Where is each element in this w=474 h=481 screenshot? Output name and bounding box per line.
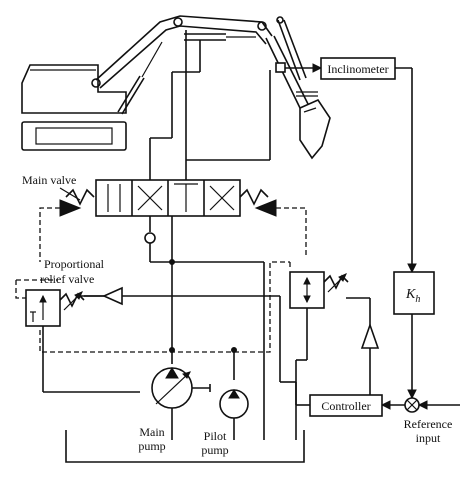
main-valve-label: Main valve [22,173,76,187]
main-valve: Main valve [22,30,277,217]
excavator-track [21,121,127,151]
main-pump-label-line2: pump [138,439,165,453]
amplifier-right [346,297,380,349]
boom-cylinder [117,41,163,115]
main-pump-label-line1: Main [139,425,164,439]
gain-subscript: h [415,294,420,305]
pilot-pump: Pilot pump [201,389,249,457]
tank [65,430,305,463]
right-relief-valve [289,271,349,440]
excavator [21,15,331,160]
proportional-relief-valve-label-line2: relief valve [40,272,94,286]
controller-label: Controller [321,399,370,413]
excavator-boom [91,15,273,89]
proportional-relief-valve-label-line1: Proportional [44,257,105,271]
pilot-pump-label-line1: Pilot [204,429,227,443]
pilot-pump-label-line2: pump [201,443,228,457]
gain-block: Kh [393,271,435,400]
proportional-relief-valve: Proportional relief valve [25,257,140,393]
gain-box [393,271,435,315]
check-valve [144,216,175,265]
summing-junction: Reference input [380,397,460,445]
excavator-cab [21,64,127,114]
inclinometer-sensor-mark [275,62,286,73]
excavator-bucket [299,98,331,160]
gain-label: Kh [405,287,420,305]
reference-input-label-line1: Reference [404,417,453,431]
excavator-arm [265,16,318,109]
reference-input-label-line2: input [416,431,441,445]
inclinometer-label: Inclinometer [327,62,388,76]
pilot-lines [15,207,307,353]
pressure-lines [169,216,265,440]
arm-cylinder [184,33,256,41]
main-pump: Main pump [138,367,211,453]
inclinometer: Inclinometer [275,57,417,274]
